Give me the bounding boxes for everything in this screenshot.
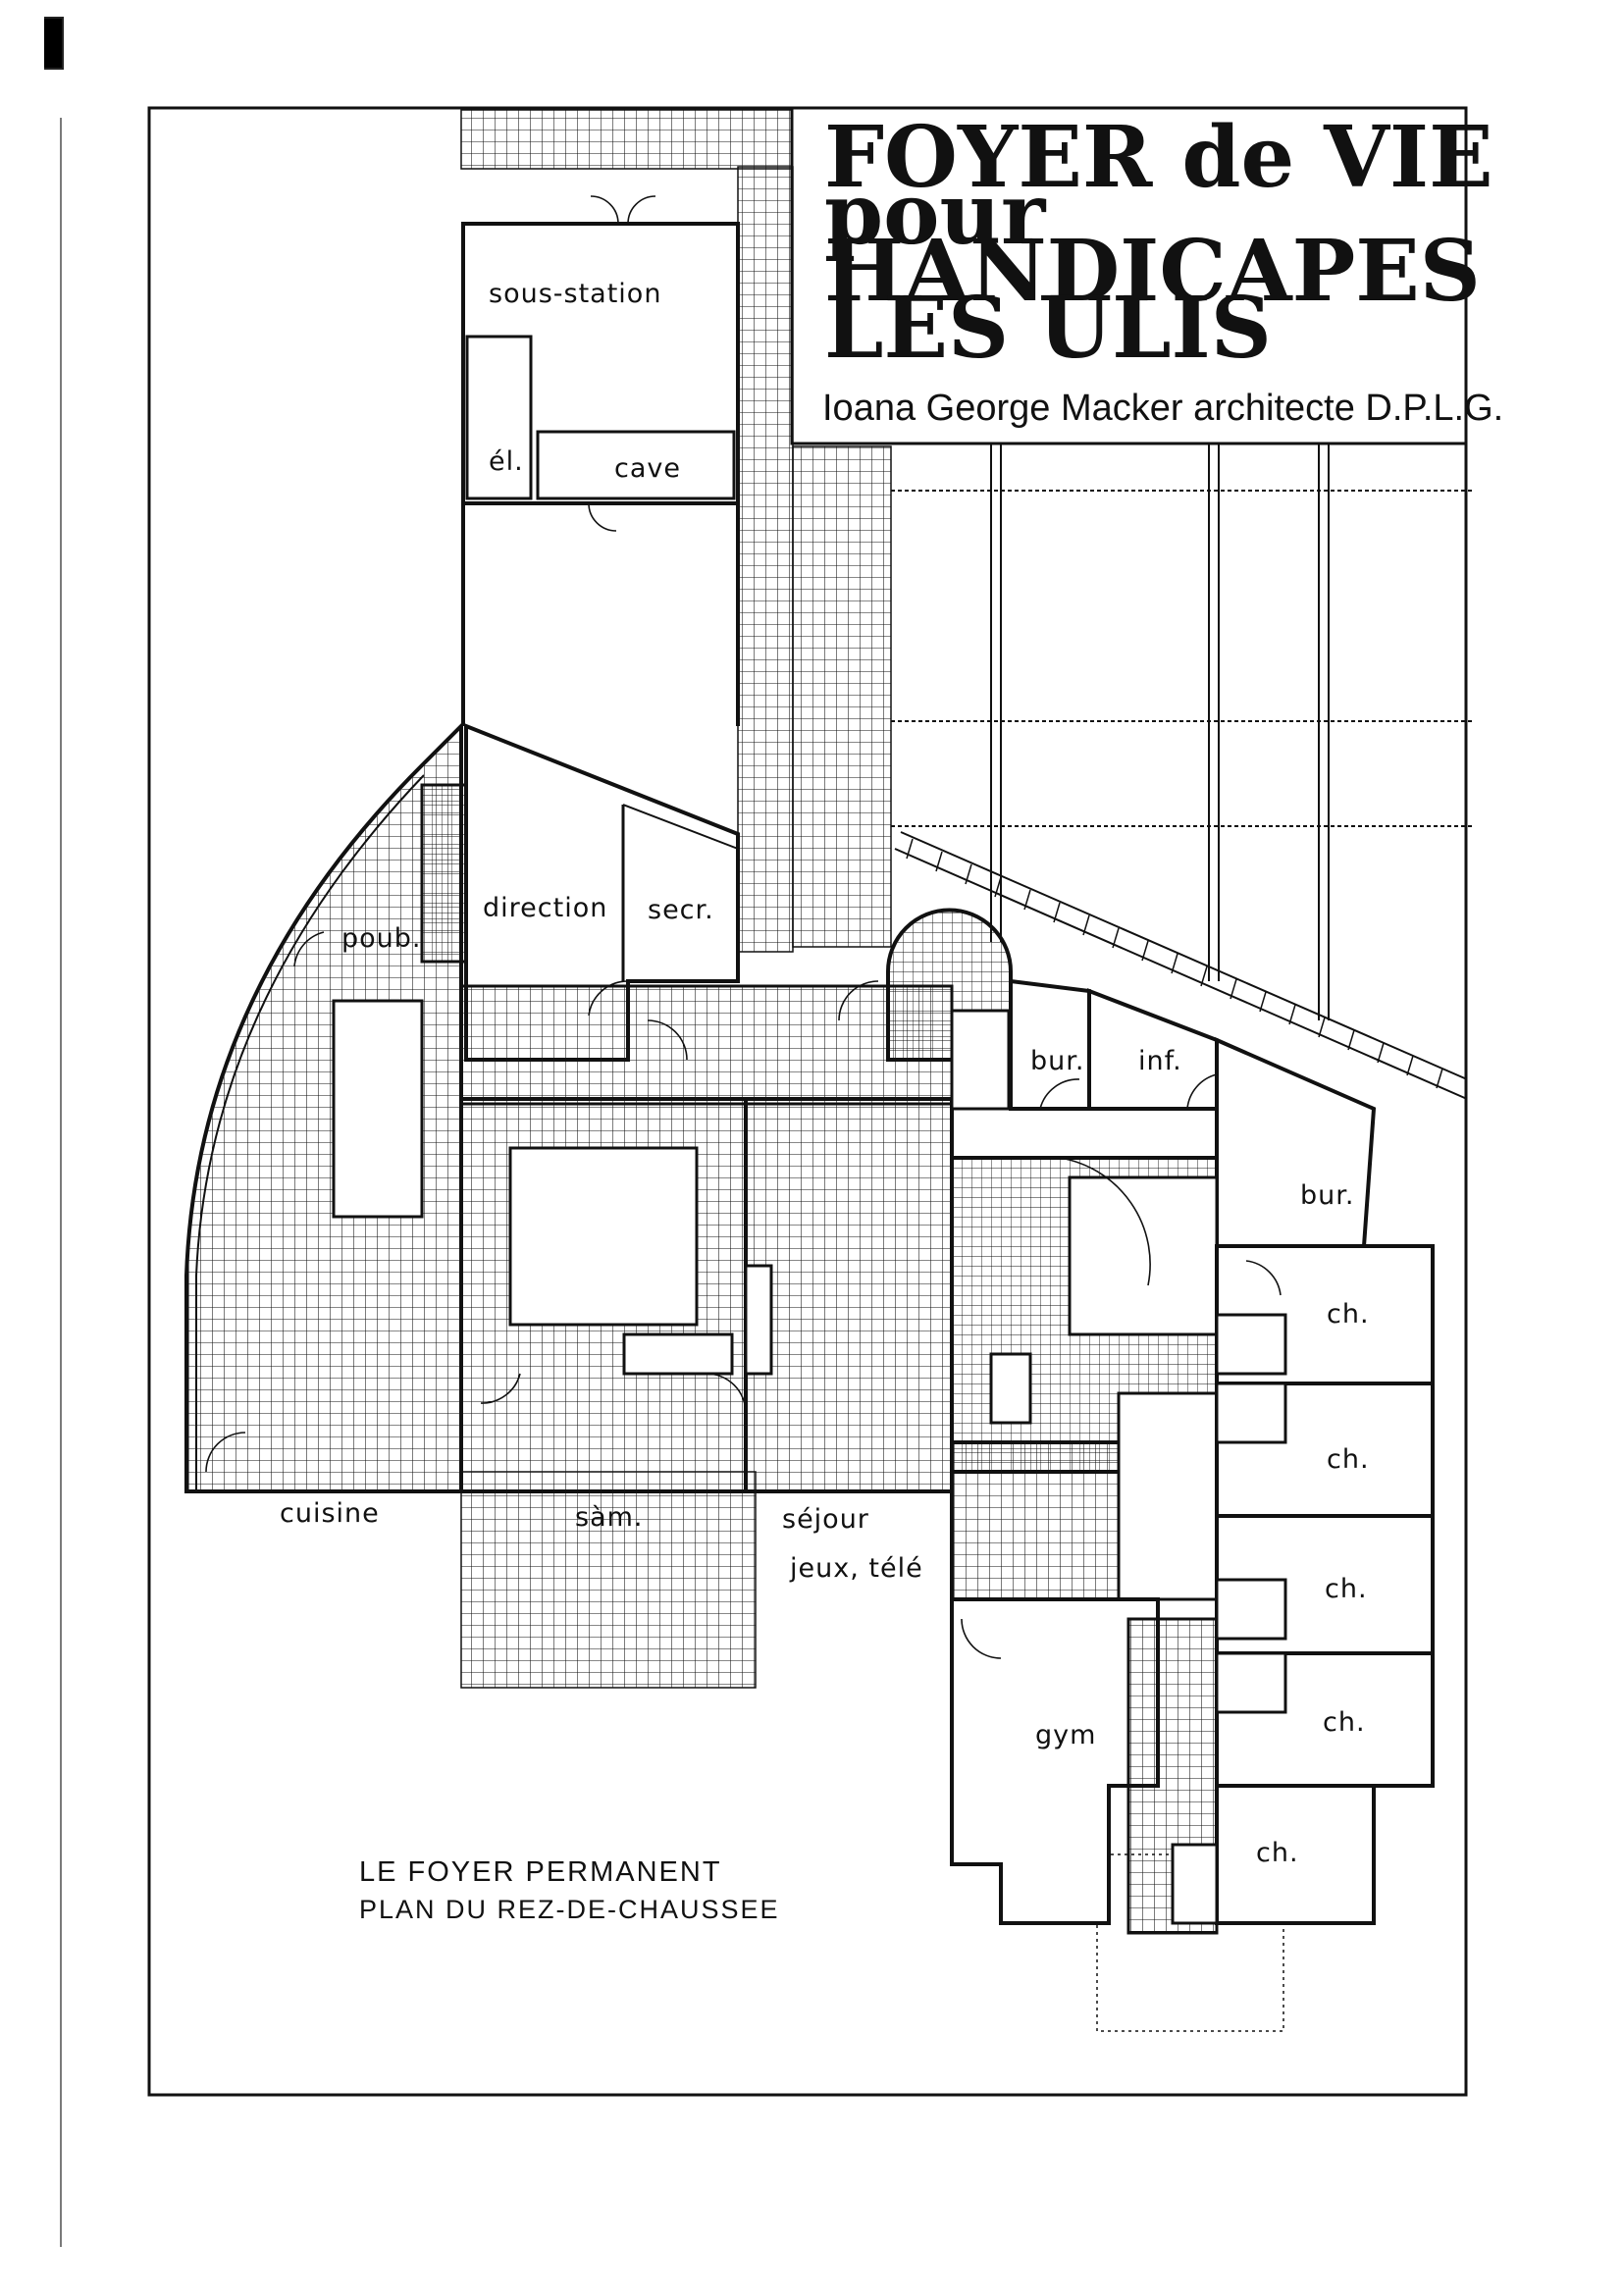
- main-building: [184, 195, 1435, 1935]
- title-line-1: FOYER de VIE: [824, 108, 1493, 207]
- label-direction: direction: [483, 893, 607, 923]
- label-gym: gym: [1035, 1720, 1096, 1750]
- label-sam: sàm.: [575, 1502, 644, 1533]
- label-ch-3: ch.: [1325, 1574, 1368, 1604]
- label-poub: poub.: [341, 923, 422, 954]
- architect-credit: Ioana George Macker architecte D.P.L.G.: [822, 388, 1503, 429]
- label-inf: inf.: [1138, 1046, 1182, 1076]
- title-box: [790, 106, 1468, 445]
- label-jeux-tele: jeux, télé: [789, 1553, 923, 1584]
- label-sejour: séjour: [782, 1504, 869, 1535]
- label-cave: cave: [614, 453, 681, 484]
- label-sous-station: sous-station: [489, 279, 661, 309]
- exterior-paving: [460, 109, 1472, 2032]
- caption-line-1: LE FOYER PERMANENT: [359, 1856, 722, 1888]
- caption-line-2: PLAN DU REZ-DE-CHAUSSEE: [359, 1895, 780, 1924]
- label-el: él.: [489, 446, 524, 477]
- label-bur-2: bur.: [1300, 1180, 1354, 1211]
- title-line-2: pour: [824, 165, 1047, 264]
- room-labels: sous-station él. cave poub. direction se…: [280, 279, 1370, 1868]
- label-ch-1: ch.: [1327, 1299, 1370, 1330]
- label-bur-1: bur.: [1030, 1046, 1084, 1076]
- binding-marks: [44, 17, 64, 2247]
- label-ch-5: ch.: [1256, 1838, 1299, 1868]
- title-line-4: LES ULIS: [824, 279, 1272, 378]
- label-ch-4: ch.: [1323, 1707, 1366, 1738]
- title-block: FOYER de VIE pour HANDICAPES LES ULIS Io…: [790, 106, 1503, 445]
- label-cuisine: cuisine: [280, 1498, 380, 1529]
- plan-caption: LE FOYER PERMANENT PLAN DU REZ-DE-CHAUSS…: [359, 1856, 780, 1924]
- technical-block: [461, 222, 740, 726]
- label-ch-2: ch.: [1327, 1444, 1370, 1475]
- label-secr: secr.: [648, 895, 714, 925]
- title-line-3: HANDICAPES: [824, 222, 1481, 321]
